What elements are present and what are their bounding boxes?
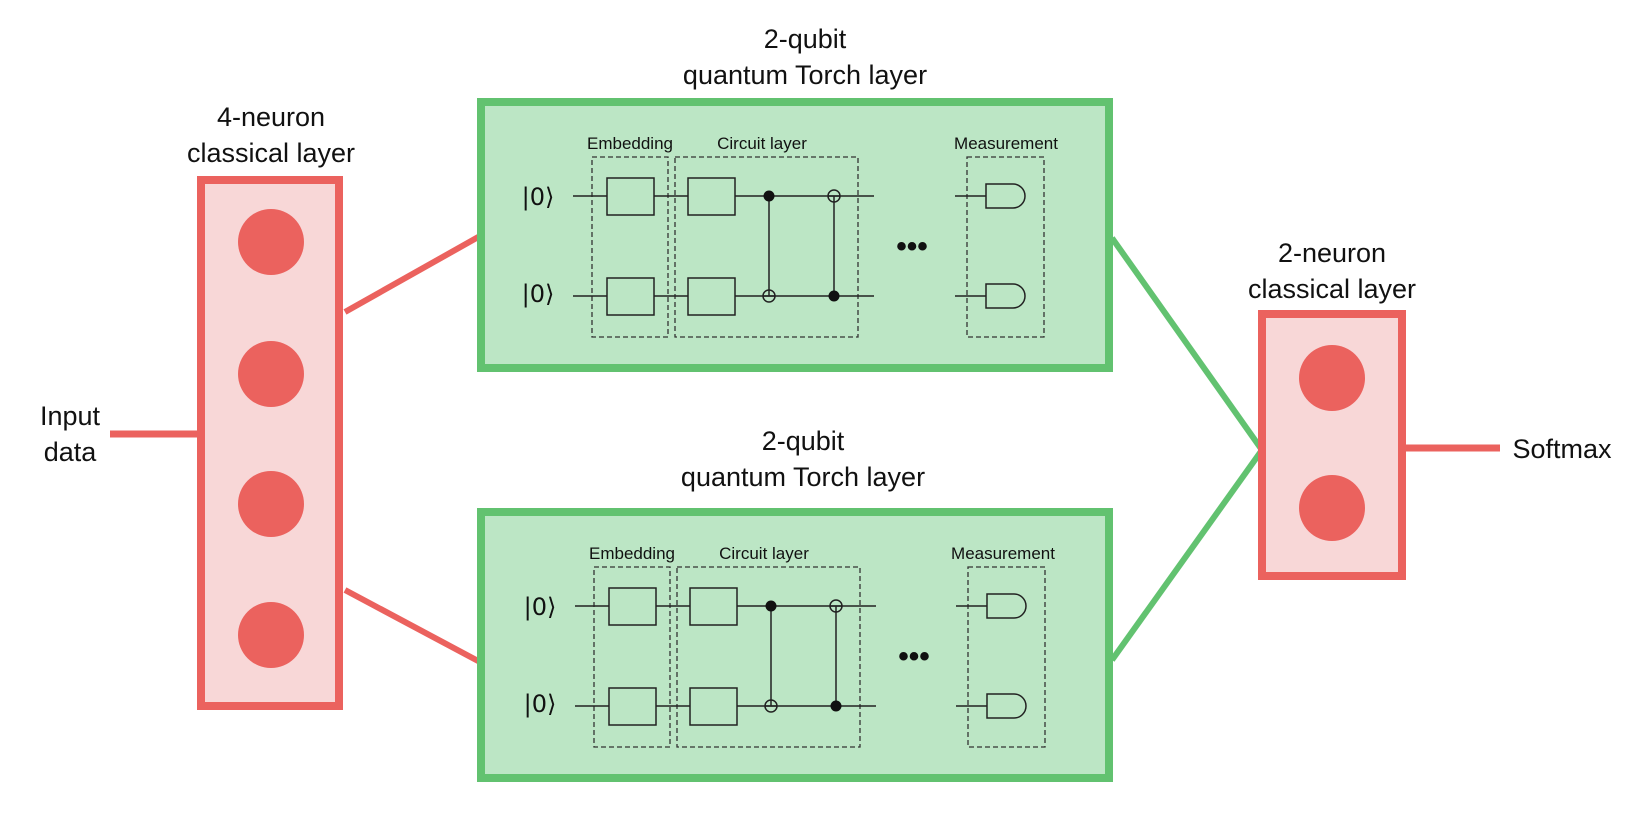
qubit-state-label: |0⟩ xyxy=(524,690,557,718)
quantum-layer-title-line1: 2-qubit xyxy=(764,24,847,54)
circuit-gate xyxy=(689,587,738,626)
quantum-layer-title-line1: 2-qubit xyxy=(762,426,845,456)
cnot-control-dot xyxy=(763,190,775,202)
input-label-line2: data xyxy=(44,437,98,467)
quantum-layer-1: 2-qubit quantum Torch layer Embedding Ci… xyxy=(477,24,1113,372)
measurement-meter-icon xyxy=(986,593,1027,619)
qubit-state-label: |0⟩ xyxy=(522,280,555,308)
classical-layer-2-neuron: 2-neuron classical layer xyxy=(1248,238,1416,580)
embedding-gate xyxy=(608,587,657,626)
quantum-layer-2: 2-qubit quantum Torch layer Embedding Ci… xyxy=(477,426,1113,782)
neuron xyxy=(238,209,304,275)
quantum-layer-title-line2: quantum Torch layer xyxy=(683,60,927,90)
circuit-layer-label: Circuit layer xyxy=(717,134,807,153)
cnot-control-dot xyxy=(765,600,777,612)
embedding-label: Embedding xyxy=(587,134,673,153)
measurement-label: Measurement xyxy=(951,544,1055,563)
circuit-layer-region xyxy=(676,566,861,748)
neuron xyxy=(1299,345,1365,411)
output-label: Softmax xyxy=(1512,434,1612,464)
measurement-meter-icon xyxy=(985,283,1026,309)
layer-title-line2: classical layer xyxy=(187,138,355,168)
circuit-gate xyxy=(689,687,738,726)
neuron xyxy=(238,341,304,407)
cnot-target xyxy=(762,289,776,303)
cnot-control-dot xyxy=(828,290,840,302)
circuit-gate xyxy=(687,277,736,316)
quantum-layer-title-line2: quantum Torch layer xyxy=(681,462,925,492)
embedding-gate xyxy=(608,687,657,726)
connector-classical-to-quantum-1 xyxy=(343,233,482,315)
connector-quantum-2-to-classical xyxy=(1109,448,1265,662)
embedding-gate xyxy=(606,277,655,316)
neuron xyxy=(1299,475,1365,541)
measurement-region xyxy=(967,566,1046,748)
layer-title-line2: classical layer xyxy=(1248,274,1416,304)
embedding-gate xyxy=(606,177,655,216)
circuit-gate xyxy=(687,177,736,216)
connector-quantum-1-to-classical xyxy=(1109,236,1265,452)
measurement-meter-icon xyxy=(985,183,1026,209)
layer-title-line1: 4-neuron xyxy=(217,102,325,132)
qubit-state-label: |0⟩ xyxy=(524,593,557,621)
quantum-layer-box xyxy=(477,508,1113,782)
ellipsis: ••• xyxy=(896,230,928,263)
circuit-layer-label: Circuit layer xyxy=(719,544,809,563)
cnot-control-dot xyxy=(830,700,842,712)
qubit-state-label: |0⟩ xyxy=(522,183,555,211)
quantum-layer-box xyxy=(477,98,1113,372)
classical-layer-4-neuron: 4-neuron classical layer xyxy=(187,102,355,710)
layer-title-line1: 2-neuron xyxy=(1278,238,1386,268)
embedding-label: Embedding xyxy=(589,544,675,563)
input-label-line1: Input xyxy=(40,401,101,431)
neuron xyxy=(238,602,304,668)
ellipsis: ••• xyxy=(898,640,930,673)
cnot-target xyxy=(764,699,778,713)
measurement-region xyxy=(966,156,1045,338)
measurement-meter-icon xyxy=(986,693,1027,719)
neuron xyxy=(238,471,304,537)
cnot-target xyxy=(827,189,841,203)
measurement-label: Measurement xyxy=(954,134,1058,153)
connector-classical-to-quantum-2 xyxy=(343,587,482,665)
cnot-target xyxy=(829,599,843,613)
circuit-layer-region xyxy=(674,156,859,338)
